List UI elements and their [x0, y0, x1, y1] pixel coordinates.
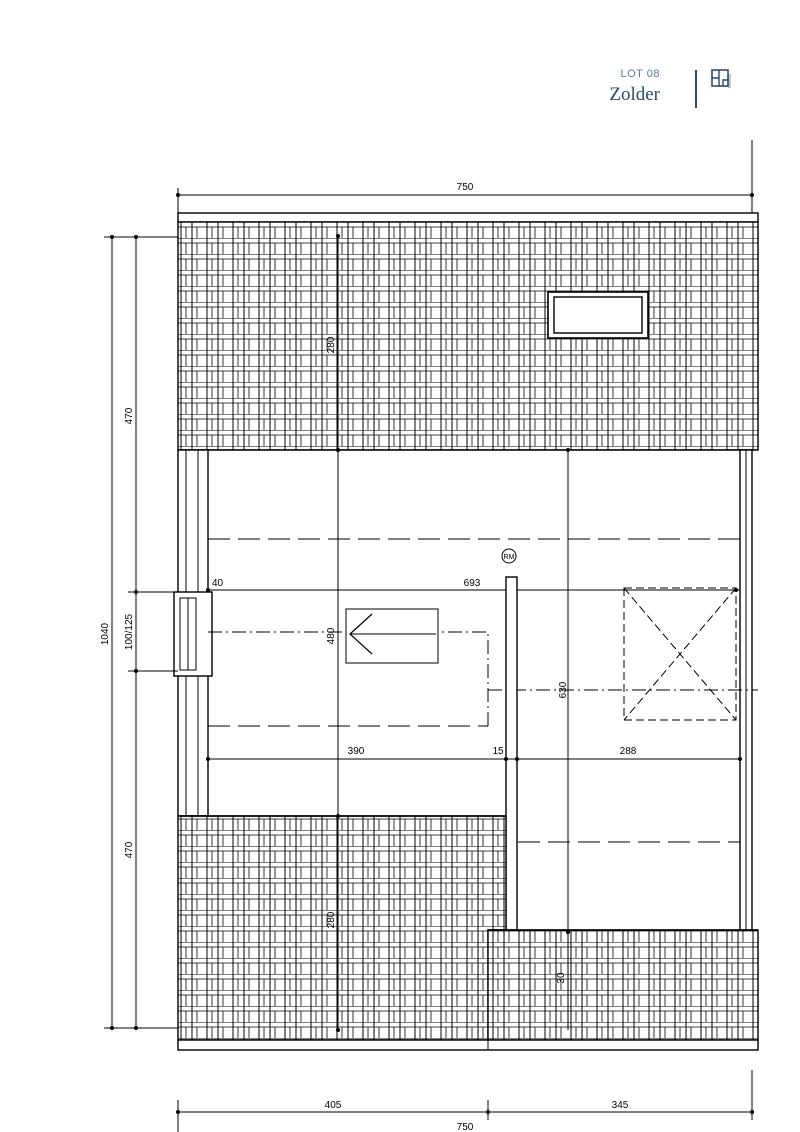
- dim-left-window: 100/125: [124, 613, 135, 650]
- dim-gutter-30: 30: [556, 972, 567, 984]
- dimension-rooms: 390 15 288: [206, 746, 742, 761]
- roof-tiles-lower-left: [177, 815, 507, 1041]
- dim-bottom-345: 345: [612, 1100, 629, 1111]
- dim-roof-upper-280: 280: [326, 336, 337, 353]
- dim-room-288: 288: [620, 746, 637, 757]
- rm-label: RM: [504, 554, 515, 561]
- dim-span-693: 693: [464, 578, 481, 589]
- left-window: [173, 591, 213, 677]
- dim-height-630: 630: [558, 681, 569, 698]
- roof-tiles-upper: [177, 221, 759, 451]
- dim-room-390: 390: [348, 746, 365, 757]
- dim-bottom-405: 405: [325, 1100, 342, 1111]
- dim-left-1040: 1040: [100, 622, 111, 645]
- floor-plan-icon: [710, 68, 732, 95]
- dimension-gutter: 30: [556, 930, 570, 1030]
- header-divider: [695, 70, 697, 108]
- dim-roof-lower-280: 280: [326, 911, 337, 928]
- dim-wall-15: 15: [492, 746, 504, 757]
- roof-tiles-lower-right: [487, 929, 759, 1041]
- dim-left-lower-470: 470: [124, 841, 135, 858]
- dimension-left: 1040 470 100/125 470: [100, 235, 178, 1030]
- roof-eave-bottom: [177, 1039, 759, 1051]
- dimension-bottom: 405 345 750: [176, 1100, 754, 1132]
- void-opening: [623, 587, 737, 721]
- skylight: [547, 291, 649, 339]
- dim-wall-40: 40: [212, 578, 224, 589]
- attic-floor: [178, 450, 758, 816]
- dimension-top-total: 750: [176, 140, 754, 215]
- dim-bottom-750: 750: [457, 1122, 474, 1132]
- floor-title: Zolder: [609, 84, 660, 105]
- dim-top-750: 750: [457, 182, 474, 193]
- roof-ridge-top: [177, 212, 759, 223]
- dim-left-upper-470: 470: [124, 407, 135, 424]
- partition-wall: [505, 576, 518, 931]
- dimension-roof-lower: 280: [326, 814, 340, 1032]
- stair-arrow: 480: [326, 608, 439, 664]
- lot-number: LOT 08: [620, 68, 660, 80]
- dim-stair-480: 480: [326, 627, 337, 644]
- sheet-header: LOT 08 Zolder: [609, 62, 740, 112]
- dimension-roof-upper: 280: [326, 234, 340, 450]
- rm-marker: RM: [501, 548, 517, 564]
